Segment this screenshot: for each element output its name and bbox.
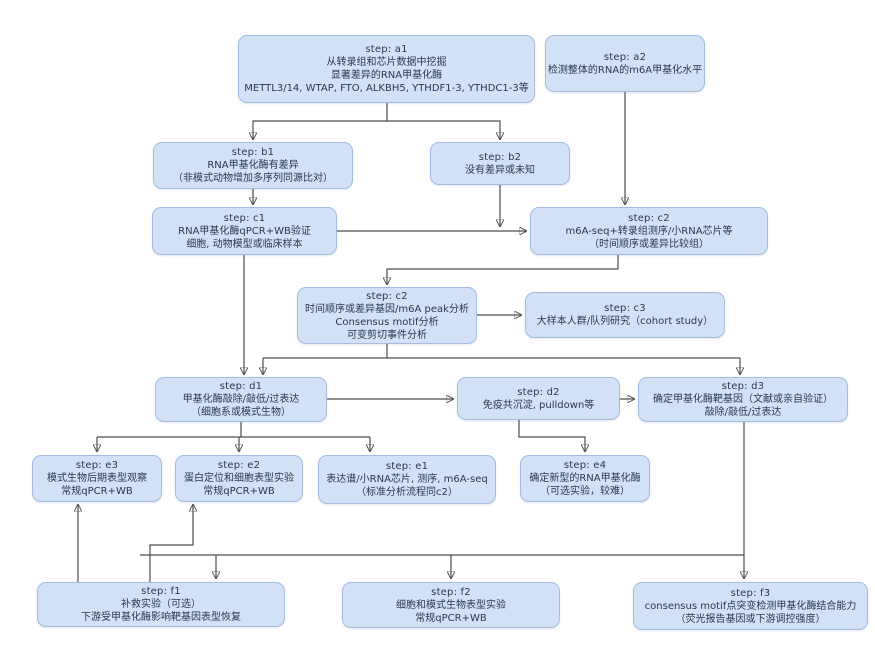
node-step-label: step: d1 — [219, 381, 263, 392]
node-text-line: 细胞, 动物模型或临床样本 — [186, 238, 303, 250]
flow-node-f1: step: f1 补救实验（可选） 下游受甲基化酶影响靶基因表型恢复 — [37, 582, 285, 627]
node-text-line: RNA甲基化酶qPCR+WB验证 — [178, 225, 311, 237]
flow-connector — [518, 420, 585, 451]
node-text-line: 模式生物后期表型观察 — [47, 473, 147, 484]
node-step-label: step: b2 — [478, 151, 522, 163]
node-text-line: Consensus motif分析 — [335, 316, 439, 328]
node-step-label: step: a1 — [365, 44, 408, 55]
node-step-label: step: e1 — [385, 461, 429, 472]
node-step-label: step: b1 — [231, 147, 275, 158]
flow-connector — [253, 103, 388, 139]
node-step-label: step: a2 — [603, 51, 647, 63]
flow-node-e3: step: e3 模式生物后期表型观察常规qPCR+WB — [32, 455, 162, 502]
node-step-label: step: c3 — [604, 303, 646, 314]
node-text-line: 下游受甲基化酶影响靶基因表型恢复 — [81, 612, 241, 623]
node-text-line: （荧光报告基因或下游调控强度） — [675, 613, 826, 625]
node-step-label: step: c1 — [223, 212, 266, 224]
node-text-line: m6A-seq+转录组测序/小RNA芯片等 — [565, 225, 733, 237]
flow-node-e1: step: e1 表达谱/小RNA芯片, 测序, m6A-seq （标准分析流程同c… — [318, 455, 496, 504]
flow-node-d1: step: d1 甲基化酶敲除/敲低/过表达 （细胞系或模式生物） — [155, 377, 327, 422]
node-text-line: （细胞系或模式生物） — [191, 407, 291, 418]
node-text-line: （可选实验，较难） — [540, 486, 630, 497]
node-text-line: 大样本人群/队列研究（cohort study） — [536, 316, 714, 327]
node-step-label: step: d2 — [517, 386, 560, 398]
node-step-label: step: c2 — [366, 290, 408, 302]
node-text-line: 补救实验（可选） — [121, 599, 201, 610]
node-text-line: RNA甲基化酶有差异 — [207, 160, 299, 171]
flow-connector — [387, 255, 619, 284]
flow-node-d3: step: d3 确定甲基化酶靶基因（文献或亲自验证） 敲除/敲低/过表达 — [638, 377, 848, 422]
node-text-line: 从转录组和芯片数据中挖掘 — [326, 57, 447, 68]
node-text-line: 蛋白定位和细胞表型实验 — [184, 473, 294, 484]
node-step-label: step: e3 — [75, 460, 119, 471]
node-text-line: 检测整体的RNA的m6A甲基化水平 — [547, 64, 703, 76]
node-text-line: （标准分析流程同c2） — [356, 487, 458, 498]
node-text-line: 没有差异或未知 — [465, 164, 535, 176]
node-step-label: step: f3 — [730, 587, 771, 599]
node-text-line: 细胞和模式生物表型实验 — [396, 599, 506, 611]
node-step-label: step: f1 — [141, 586, 181, 597]
node-text-line: 确定甲基化酶靶基因（文献或亲自验证） — [653, 394, 833, 405]
node-text-line: METTL3/14, WTAP, FTO, ALKBH5, YTHDF1-3, … — [244, 83, 529, 94]
node-step-label: step: f2 — [431, 586, 471, 598]
node-text-line: 常规qPCR+WB — [415, 612, 487, 624]
node-text-line: 时间顺序或差异基因/m6A peak分析 — [305, 303, 469, 315]
flow-node-a1: step: a1 从转录组和芯片数据中挖掘显著差异的RNA甲基化酶 METTL3/1… — [238, 35, 535, 103]
flow-connector — [149, 505, 193, 582]
flow-connector — [387, 120, 500, 139]
flow-node-c3: step: c3 大样本人群/队列研究（cohort study） — [525, 292, 725, 338]
node-text-line: 可变剪切事件分析 — [347, 329, 427, 341]
node-text-line: 免疫共沉淀, pulldown等 — [482, 399, 595, 411]
node-text-line: 敲除/敲低/过表达 — [704, 407, 782, 418]
node-step-label: step: e2 — [217, 460, 261, 471]
node-text-line: consensus motif点突变检测甲基化酶结合能力 — [644, 600, 857, 612]
flow-node-b1: step: b1 RNA甲基化酶有差异 （非模式动物增加多序列同源比对） — [153, 142, 353, 189]
node-step-label: step: c2 — [628, 212, 670, 224]
node-text-line: 表达谱/小RNA芯片, 测序, m6A-seq — [326, 474, 488, 485]
node-step-label: step: e4 — [563, 460, 607, 471]
node-text-line: 显著差异的RNA甲基化酶 — [330, 70, 443, 81]
node-text-line: （非模式动物增加多序列同源比对） — [173, 173, 333, 184]
node-text-line: 常规qPCR+WB — [61, 486, 133, 497]
flow-node-e4: step: e4 确定新型的RNA甲基化酶 （可选实验，较难） — [520, 455, 650, 502]
node-step-label: step: d3 — [721, 381, 765, 392]
node-text-line: 甲基化酶敲除/敲低/过表达 — [182, 394, 300, 405]
node-text-line: 常规qPCR+WB — [203, 486, 275, 497]
node-text-line: 确定新型的RNA甲基化酶 — [529, 473, 641, 484]
node-text-line: （时间顺序或差异比较组） — [589, 238, 709, 250]
flow-node-e2: step: e2 蛋白定位和细胞表型实验常规qPCR+WB — [175, 455, 303, 502]
